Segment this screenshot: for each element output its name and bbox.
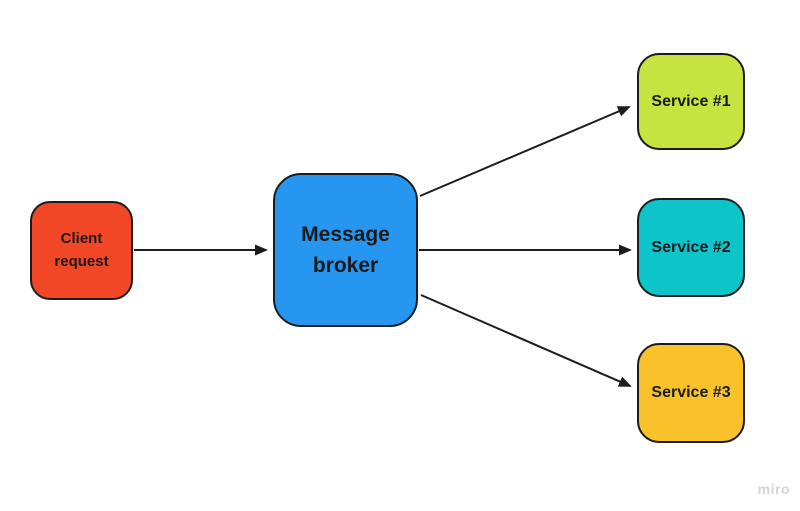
node-service-1-label: Service #1 [651, 92, 731, 110]
node-message-broker-label: Message broker [301, 222, 390, 278]
node-client-request-label: Client request [54, 230, 109, 270]
node-service-3[interactable]: Service #3 [637, 343, 745, 443]
arrow-broker-to-service1[interactable] [419, 106, 631, 197]
node-service-2[interactable]: Service #2 [637, 198, 745, 297]
node-service-2-label: Service #2 [651, 238, 731, 256]
node-service-3-label: Service #3 [651, 384, 731, 401]
arrow-broker-to-service3[interactable] [420, 294, 632, 387]
node-client-request[interactable]: Client request [30, 201, 133, 300]
node-service-1[interactable]: Service #1 [637, 53, 745, 150]
miro-watermark: miro [757, 481, 790, 497]
node-message-broker[interactable]: Message broker [273, 173, 418, 327]
